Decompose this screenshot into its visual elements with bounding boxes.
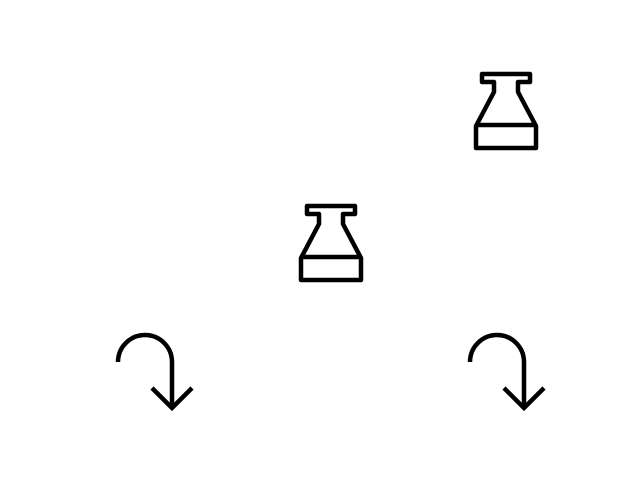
redo-arrow-icon[interactable] — [458, 326, 554, 418]
redo-arrow-icon[interactable] — [106, 326, 202, 418]
flask-icon[interactable] — [466, 66, 546, 156]
flask-icon[interactable] — [291, 198, 371, 288]
